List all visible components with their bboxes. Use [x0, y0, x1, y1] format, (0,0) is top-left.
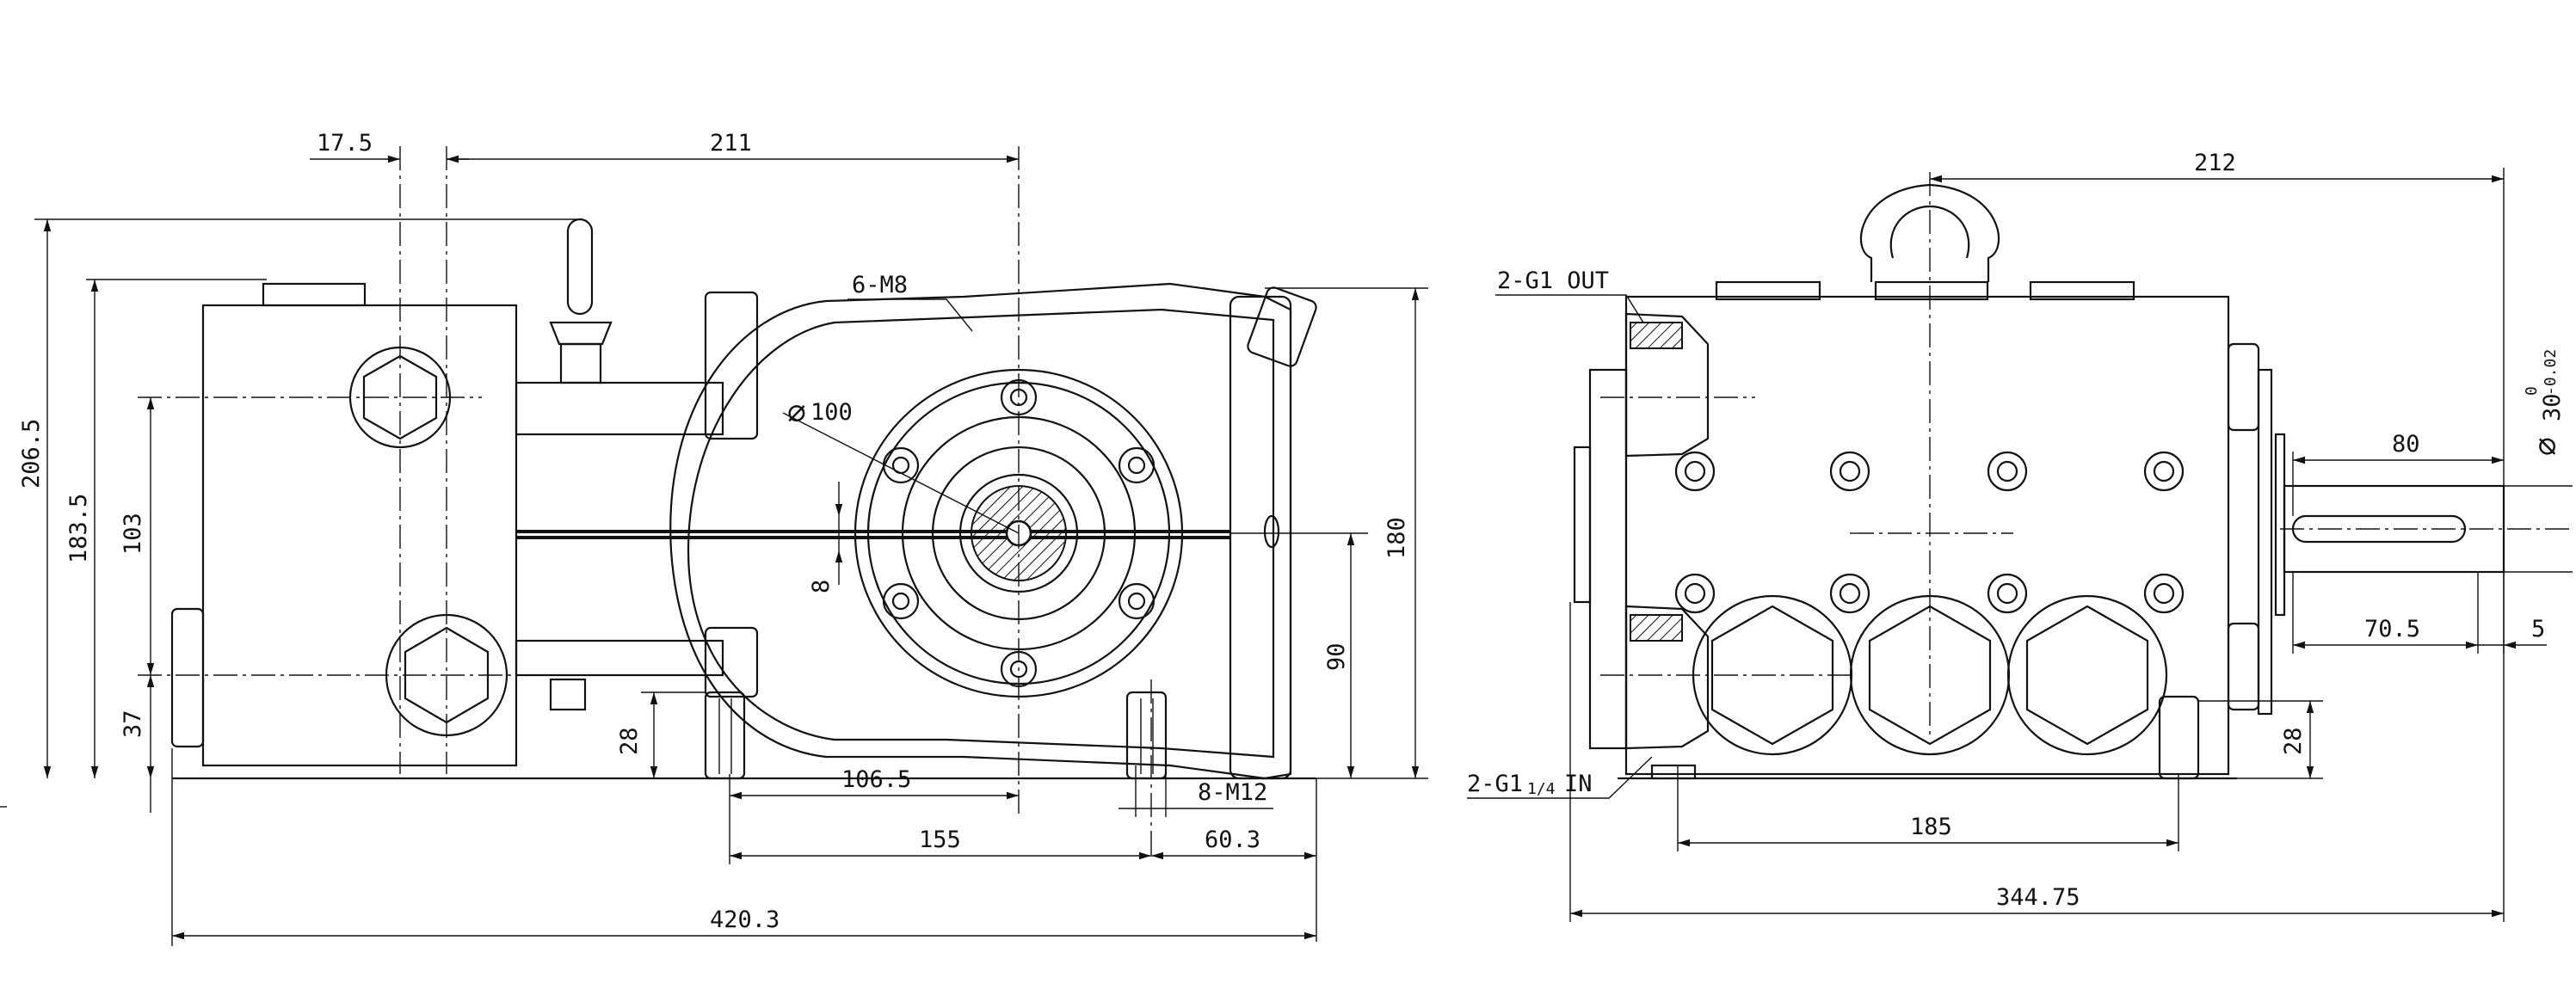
diameter-symbol-icon-2: ⌀	[2530, 437, 2565, 456]
label-2-g1-in-c: IN	[1564, 771, 1593, 797]
dim-17-5: 17.5	[317, 130, 373, 157]
dim-37: 37	[120, 710, 146, 738]
dim-212: 212	[2194, 150, 2236, 176]
front-bolts	[1674, 451, 2185, 614]
diameter-symbol-icon: ⌀	[787, 396, 806, 431]
shaft-tol-upper: 0	[2523, 386, 2541, 396]
dim-28-left: 28	[616, 727, 643, 755]
dim-344-75: 344.75	[1996, 884, 2080, 911]
front-view-dimensions: 212 2-G1 OUT 2-G1 1/4 IN ⌀ 30 0 -0.02 80…	[1467, 150, 2573, 922]
dim-185: 185	[1910, 814, 1952, 840]
dim-206-5: 206.5	[18, 419, 45, 489]
dim-155: 155	[919, 827, 961, 853]
label-6-m8: 6-M8	[852, 272, 908, 298]
front-view	[1573, 172, 2573, 780]
dim-106-5: 106.5	[841, 766, 911, 793]
label-8-m12: 8-M12	[1198, 779, 1267, 806]
dim-8: 8	[808, 580, 835, 593]
shaft-diameter-30: 30	[2539, 393, 2566, 421]
dim-103: 103	[120, 513, 146, 555]
side-view-dimensions: 17.5 211 6-M8 ⌀ 100 206.5 183.5 103 37 2…	[0, 130, 1428, 946]
dim-420-3: 420.3	[710, 907, 780, 933]
dim-183-5: 183.5	[65, 494, 92, 563]
dim-diameter-100: 100	[810, 399, 853, 426]
dim-70-5: 70.5	[2364, 616, 2420, 642]
dim-5: 5	[2531, 616, 2545, 642]
label-2-g1-in-b: 1/4	[1527, 780, 1556, 798]
dim-60-3: 60.3	[1205, 827, 1260, 853]
dim-28-right: 28	[2280, 727, 2307, 755]
dim-211: 211	[710, 130, 752, 157]
dim-180: 180	[1384, 517, 1410, 559]
dim-80: 80	[2392, 431, 2420, 458]
label-2-g1-out: 2-G1 OUT	[1497, 267, 1609, 294]
side-view	[138, 146, 1317, 860]
shaft-tol-lower: -0.02	[2542, 349, 2560, 396]
label-2-g1-in-a: 2-G1	[1467, 771, 1523, 797]
dim-90: 90	[1323, 642, 1350, 671]
